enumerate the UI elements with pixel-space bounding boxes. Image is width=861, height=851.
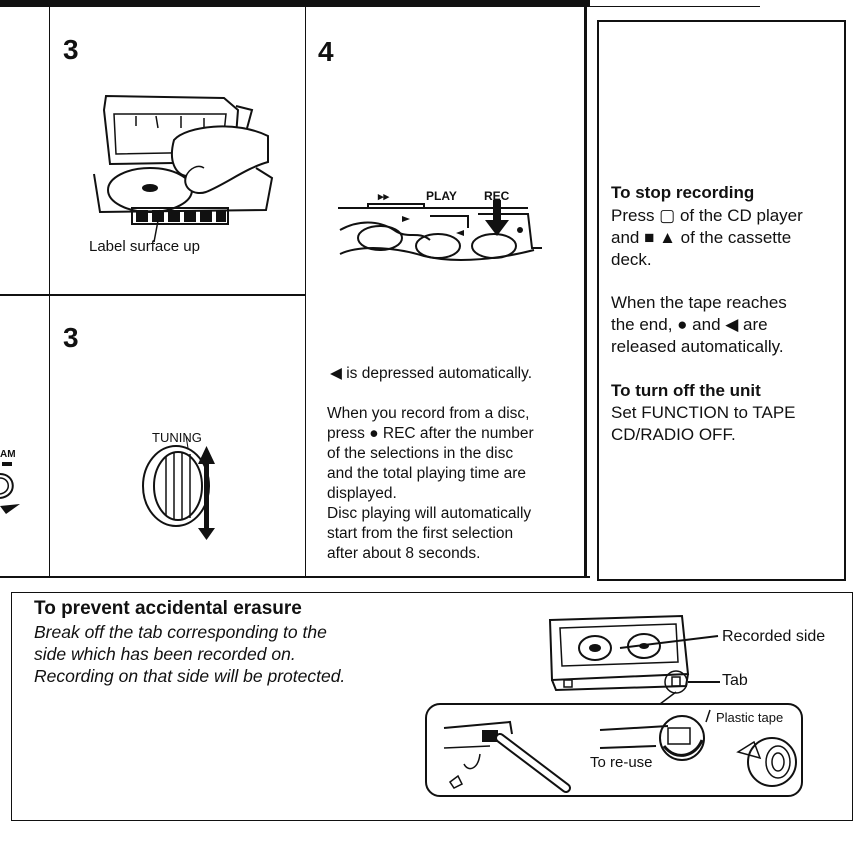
auto-depress-note: ◀ is depressed automatically. (330, 365, 533, 382)
turn-off-body: Set FUNCTION to TAPE CD/RADIO OFF. (611, 402, 796, 446)
body-line: Break off the tab corresponding to the (34, 622, 327, 642)
tuning-knob-illustration (142, 435, 215, 540)
body-line: Disc playing will automatically (327, 505, 532, 522)
body-line: press ● REC after the number (327, 425, 534, 442)
reuse-label: To re-use (590, 754, 653, 771)
cassette-tab-illustration (425, 614, 803, 797)
plastic-tape-label: Plastic tape (716, 710, 784, 725)
edge-partial-controls (0, 462, 20, 514)
divider-right (584, 7, 587, 578)
top-rule-thin (590, 6, 760, 7)
body-line: Press ▢ of the CD player (611, 206, 803, 225)
deck-label-rec: REC (484, 189, 510, 203)
tuning-label: TUNING (152, 430, 202, 445)
body-line: of the selections in the disc (327, 445, 514, 462)
horizontal-split (0, 294, 306, 296)
recording-instructions: When you record from a disc, press ● REC… (327, 404, 577, 564)
body-line: When the tape reaches (611, 293, 787, 312)
edge-label-am: AM (0, 449, 16, 460)
body-line: start from the first selection (327, 525, 514, 542)
body-line: CD/RADIO OFF. (611, 425, 736, 444)
step-number: 3 (63, 34, 79, 65)
body-line: and ■ ▲ of the cassette (611, 228, 792, 247)
step-number: 4 (318, 36, 334, 67)
stop-recording-heading: To stop recording (611, 183, 755, 202)
body-line: and the total playing time are (327, 465, 527, 482)
body-line: When you record from a disc, (327, 405, 530, 422)
top-rule (0, 0, 590, 7)
deck-label-play: PLAY (426, 189, 457, 203)
label-surface-caption: Label surface up (89, 238, 200, 255)
erasure-body: Break off the tab corresponding to the s… (34, 621, 345, 687)
cd-loading-illustration (93, 94, 274, 243)
body-line: released automatically. (611, 337, 784, 356)
body-line: after about 8 seconds. (327, 545, 481, 562)
turn-off-heading: To turn off the unit (611, 381, 761, 400)
recorded-side-label: Recorded side (722, 628, 826, 645)
divider-mid (305, 7, 306, 578)
stop-recording-body: Press ▢ of the CD player and ■ ▲ of the … (611, 205, 803, 271)
erasure-box (11, 592, 853, 821)
body-line: deck. (611, 250, 652, 269)
body-line: side which has been recorded on. (34, 644, 296, 664)
right-instruction-box (597, 20, 846, 581)
body-line: Recording on that side will be protected… (34, 666, 346, 686)
step-number: 3 (63, 322, 79, 353)
deck-label-ff: ▸▸ (378, 191, 390, 203)
tape-end-body: When the tape reaches the end, ● and ◀ a… (611, 292, 787, 358)
body-line: Set FUNCTION to TAPE (611, 403, 796, 422)
tab-label: Tab (722, 672, 748, 689)
divider-left (49, 7, 50, 578)
erasure-heading: To prevent accidental erasure (34, 598, 302, 619)
cassette-deck-keys-illustration (338, 200, 542, 261)
body-line: displayed. (327, 485, 397, 502)
body-line: the end, ● and ◀ are (611, 315, 768, 334)
bottom-rule (0, 576, 590, 578)
